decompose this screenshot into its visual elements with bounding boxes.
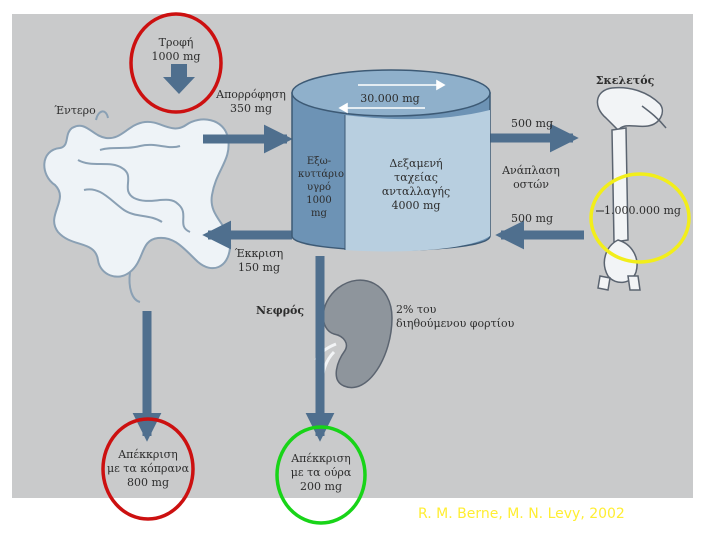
bone-in-label: 500 mg (511, 117, 553, 130)
remodeling-label: Ανάπλαση οστών (502, 164, 560, 191)
secretion-label: Έκκριση 150 mg (234, 247, 284, 274)
flow-arrows (132, 123, 584, 442)
food-highlight-circle (129, 12, 223, 114)
intestine-label: Έντερο (54, 104, 96, 117)
intestine-illustration (43, 110, 232, 303)
citation: R. M. Berne, M. N. Levy, 2002 (418, 506, 625, 522)
urine-excretion-label: Απέκκριση με τα ούρα 200 mg (290, 452, 352, 493)
food-label: Τροφή 1000 mg (151, 36, 201, 63)
skeleton-label: Σκελετός (595, 74, 655, 87)
skeleton-amount-label: 1.000.000 mg (604, 204, 681, 217)
bone-out-label: 500 mg (511, 212, 553, 225)
absorption-label: Απορρόφηση 350 mg (216, 88, 286, 115)
exchange-pool-cylinder (291, 69, 491, 252)
pool-label: Δεξαμενή ταχείας ανταλλαγής 4000 mg (381, 157, 451, 212)
fecal-excretion-label: Απέκκριση με τα κόπρανα 800 mg (106, 448, 190, 489)
highlight-circles (101, 12, 691, 525)
food-arrow (163, 64, 195, 94)
urine-highlight-circle (275, 425, 367, 525)
filtered-load-label: 2% του διηθούμενου φορτίου (396, 303, 515, 330)
extracellular-label: Εξω- κυττάριο υγρό 1000 mg (298, 156, 344, 219)
fecal-highlight-circle (101, 417, 195, 521)
kidney-label: Νεφρός (256, 304, 305, 317)
skeleton-illustration (596, 86, 667, 291)
skeleton-highlight-circle (589, 172, 691, 264)
kidney-illustration (314, 279, 393, 389)
exchange-label: 30.000 mg (360, 92, 420, 105)
